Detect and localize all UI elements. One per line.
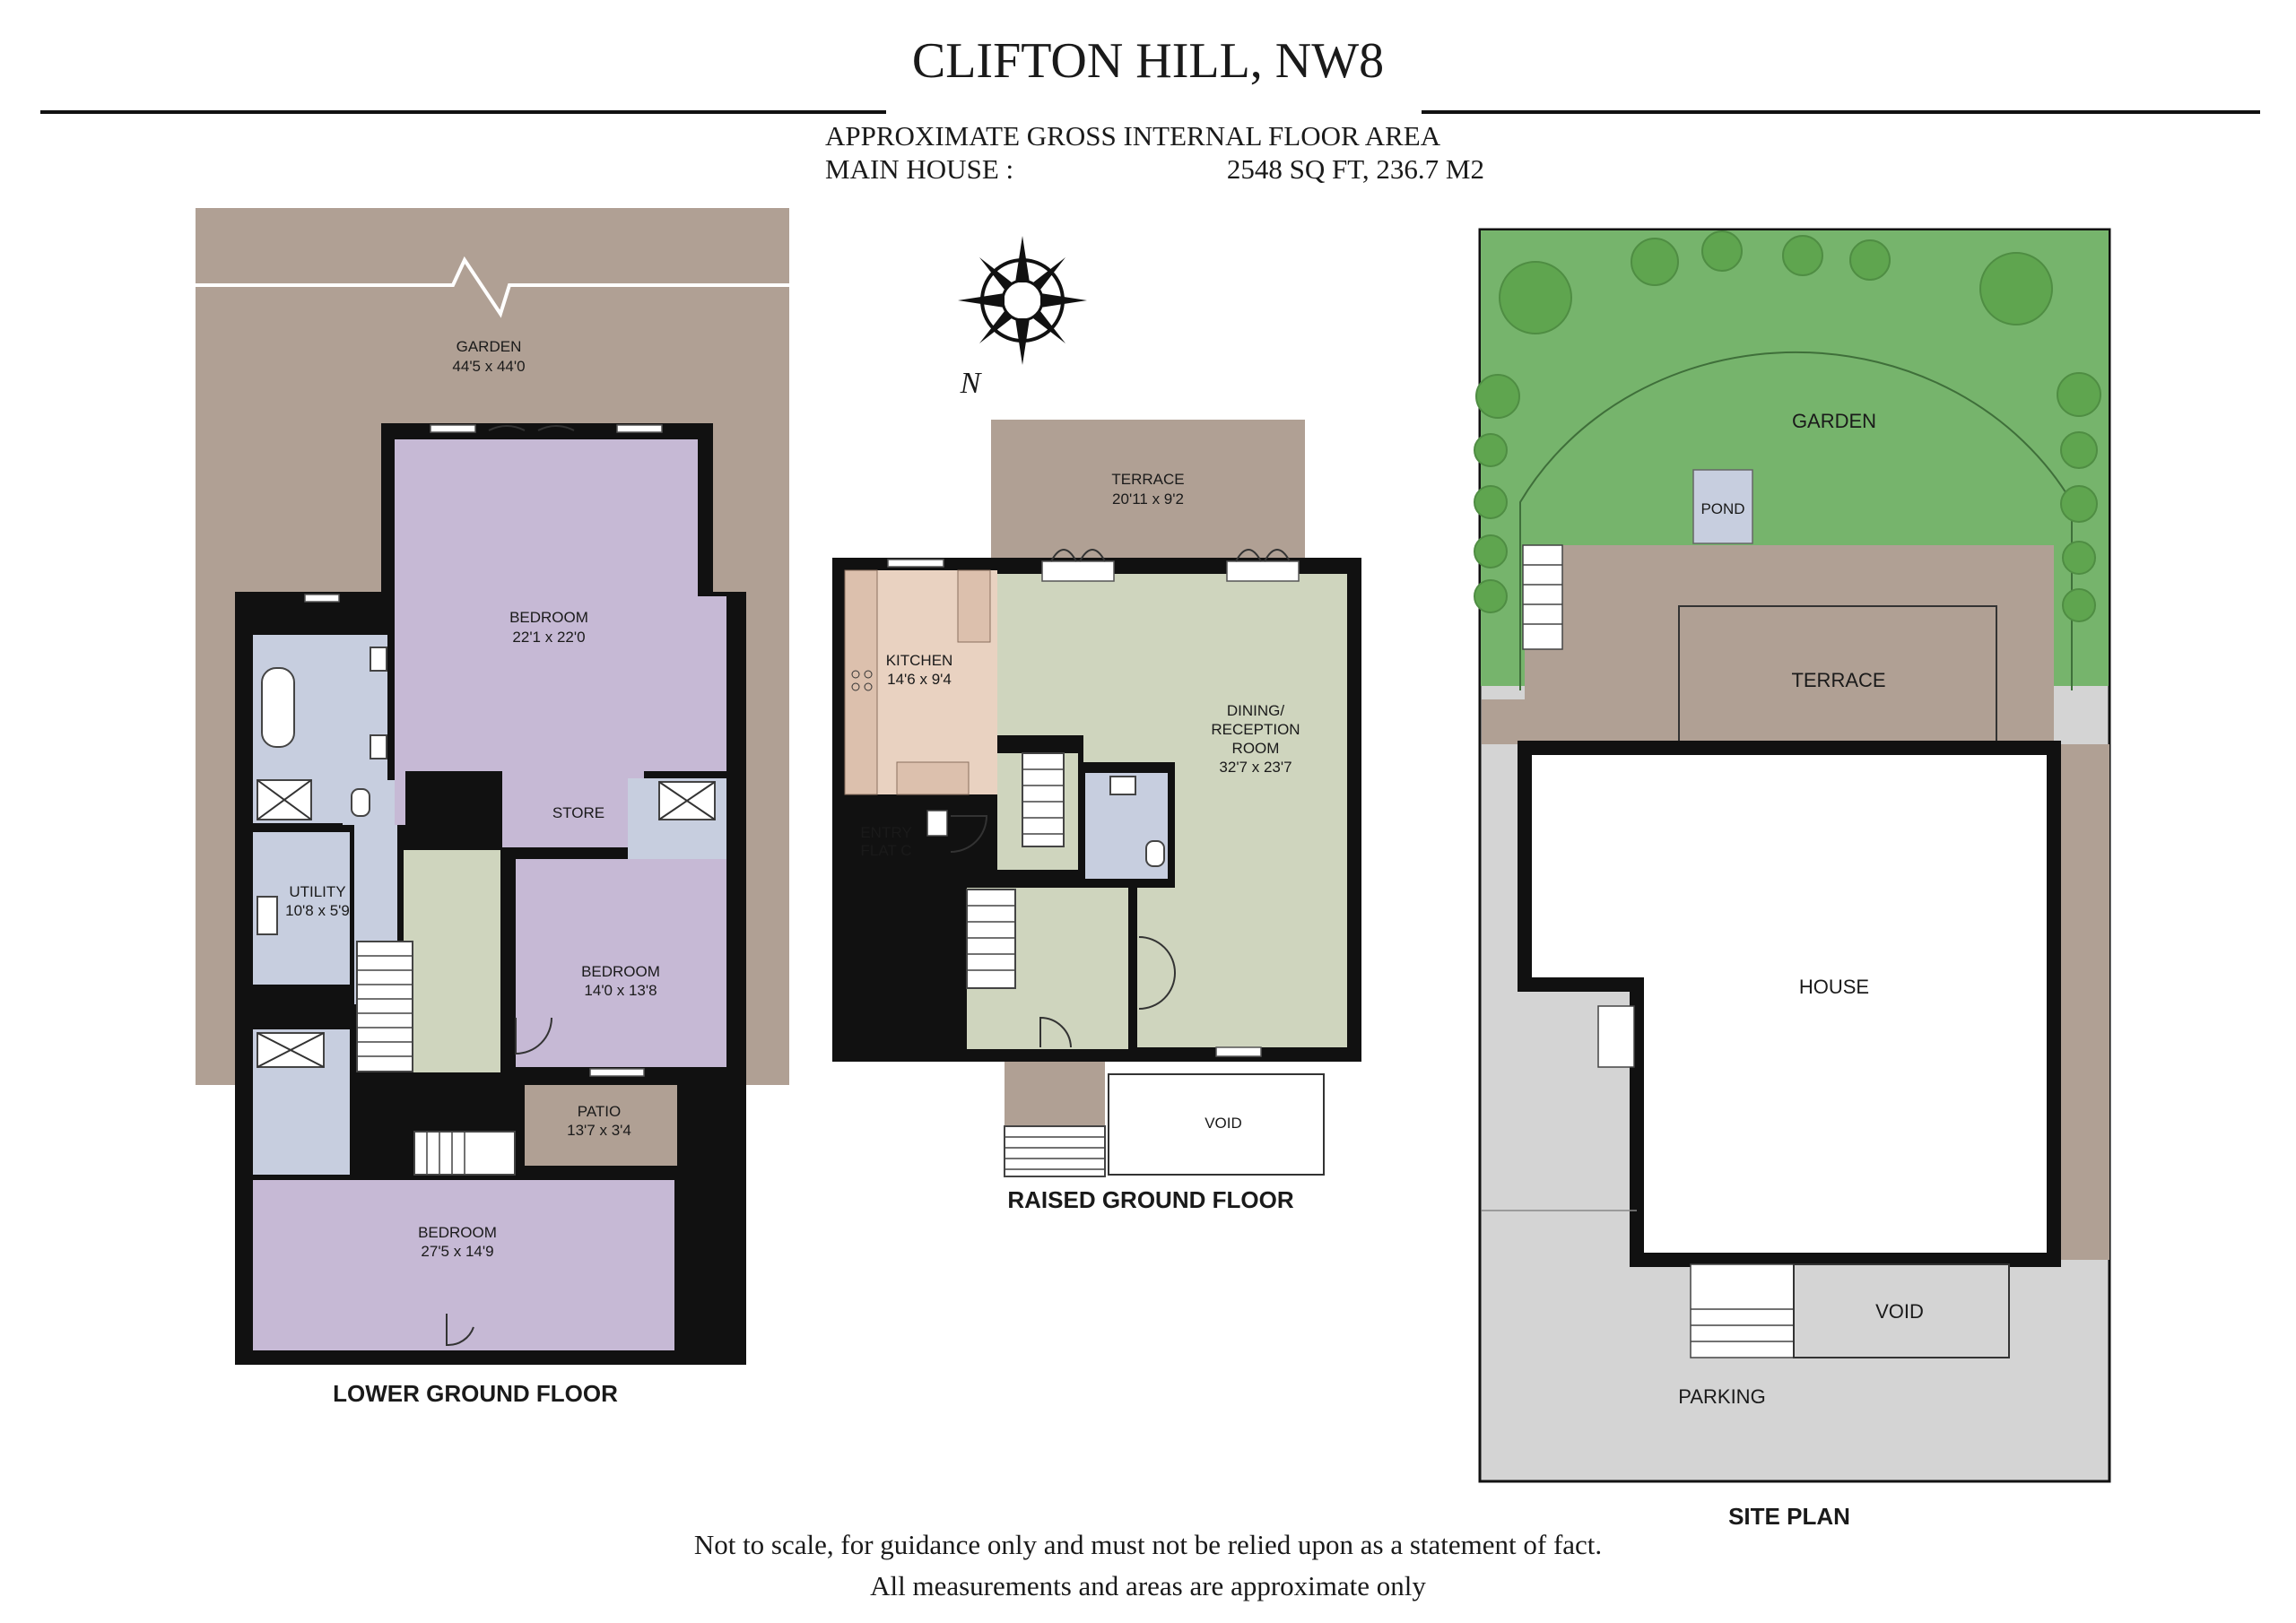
kitchen-worktop (957, 569, 991, 643)
lower-ground-floor-plan: GARDEN 44'5 x 44'0 BEDROOM 22'1 x 22'0 S… (196, 208, 789, 1407)
lg-garden-name: GARDEN (457, 338, 522, 355)
rg-terrace-size: 20'11 x 9'2 (1112, 490, 1184, 508)
area-label: MAIN HOUSE : (825, 153, 1013, 185)
kitchen-worktop (844, 569, 878, 795)
rg-entry-line1: ENTRY (860, 824, 911, 841)
lg-hall-green (404, 850, 500, 1072)
lg-bedroom3-area (253, 1180, 674, 1350)
site-house-outline (1518, 741, 2061, 1267)
footer-disclaimer-line2: All measurements and areas are approxima… (870, 1570, 1426, 1601)
lg-bedroom3-name: BEDROOM (418, 1224, 497, 1241)
site-parking-label: PARKING (1678, 1385, 1765, 1408)
lg-utility-size: 10'8 x 5'9 (285, 902, 350, 919)
rg-window (1226, 560, 1300, 582)
site-void-label: VOID (1875, 1300, 1924, 1323)
lg-door-swing (515, 1017, 552, 1055)
lg-window (304, 594, 340, 603)
raised-ground-floor-plan: N TERRACE 20'11 x 9'2 KITCHEN 14'6 x 9'4… (832, 236, 1361, 1213)
lg-stair-treads (357, 955, 413, 1057)
rg-window (887, 559, 944, 568)
site-garden-steps (1522, 544, 1563, 650)
rg-floor-title: RAISED GROUND FLOOR (1007, 1186, 1293, 1213)
site-side-steps (1597, 1005, 1635, 1068)
rg-terrace-area (991, 420, 1305, 560)
lg-bedroom2-size: 14'0 x 13'8 (584, 982, 657, 999)
rg-stairs-up (1022, 752, 1065, 847)
toilet-icon (1145, 840, 1165, 867)
site-pond-label: POND (1700, 500, 1744, 517)
area-value: 2548 SQ FT, 236.7 M2 (1227, 153, 1484, 185)
rg-dining-line3: ROOM (1232, 740, 1280, 757)
basin-icon (370, 734, 387, 759)
site-garden-label: GARDEN (1792, 410, 1876, 432)
lg-patio-size: 13'7 x 3'4 (567, 1122, 631, 1139)
lg-patio-area (525, 1085, 677, 1166)
lg-garden-size: 44'5 x 44'0 (452, 358, 525, 375)
rg-dining-line1: DINING/ (1227, 702, 1285, 719)
basin-icon (1109, 776, 1136, 795)
lg-bedroom2-name: BEDROOM (581, 963, 660, 980)
rg-dining-line2: RECEPTION (1211, 721, 1300, 738)
lg-french-doors (488, 425, 575, 431)
site-terrace-label: TERRACE (1791, 669, 1885, 691)
kitchen-island (896, 761, 970, 795)
rg-entry-line2: FLAT C (861, 842, 912, 859)
rg-void-area (1108, 1073, 1325, 1176)
hob-icon (851, 670, 873, 691)
rg-terrace-name: TERRACE (1111, 471, 1184, 488)
lg-floor-title: LOWER GROUND FLOOR (333, 1380, 618, 1407)
rg-window (1215, 1046, 1262, 1057)
rg-void-label: VOID (1205, 1115, 1242, 1132)
rg-kitchen-name: KITCHEN (886, 652, 953, 669)
lg-window (430, 424, 476, 433)
compass-north-label: N (960, 367, 983, 400)
bathtub-icon (261, 667, 295, 748)
rg-door-swing (1138, 936, 1176, 1010)
site-plan: GARDEN POND TERRACE HOUSE VOID PARKING S… (1474, 228, 2111, 1530)
toilet-icon (351, 788, 370, 817)
rg-dining-size: 32'7 x 23'7 (1219, 759, 1292, 776)
compass-rose-icon (958, 236, 1087, 365)
site-terrace-area (1678, 605, 1997, 747)
sink-icon (257, 896, 278, 935)
rg-door-swing (1039, 1016, 1072, 1048)
footer-disclaimer-line1: Not to scale, for guidance only and must… (694, 1529, 1602, 1560)
property-title: CLIFTON HILL, NW8 (912, 33, 1384, 89)
lg-store-name: STORE (552, 804, 604, 821)
lg-garden-break-line (196, 256, 789, 318)
rg-front-landing (1004, 1062, 1105, 1126)
lg-bedroom1-size: 22'1 x 22'0 (512, 629, 585, 646)
lg-window (616, 424, 663, 433)
area-heading: APPROXIMATE GROSS INTERNAL FLOOR AREA (825, 120, 1441, 152)
site-front-steps (1690, 1263, 1795, 1358)
tree-icon (1474, 230, 2101, 622)
rg-front-steps (1004, 1125, 1106, 1177)
lg-bedroom2-area (516, 859, 726, 1067)
site-lawn-arc (1519, 351, 2073, 690)
site-void-area (1793, 1263, 2010, 1358)
lg-bedroom1-area (395, 439, 726, 847)
rg-window (1041, 560, 1115, 582)
rg-kitchen-size: 14'6 x 9'4 (887, 671, 952, 688)
lg-bedroom3-size: 27'5 x 14'9 (421, 1243, 493, 1260)
rg-dining-area (997, 574, 1347, 1047)
rg-entry-step (926, 810, 948, 837)
lg-store-area (513, 780, 644, 845)
lg-utility-name: UTILITY (289, 883, 345, 900)
lg-stairs (356, 941, 413, 1072)
lg-bedroom1-name: BEDROOM (509, 609, 588, 626)
site-plan-title: SITE PLAN (1728, 1503, 1850, 1530)
basin-icon (370, 647, 387, 672)
rg-entry-door-swing (950, 815, 988, 853)
lg-door-swing (446, 1314, 474, 1347)
site-house-label: HOUSE (1799, 976, 1869, 998)
rg-french-doors (1050, 549, 1291, 562)
site-pond (1692, 469, 1753, 544)
lg-patio-name: PATIO (578, 1103, 622, 1120)
rg-stairs-down (966, 889, 1016, 989)
lg-window (589, 1068, 645, 1077)
